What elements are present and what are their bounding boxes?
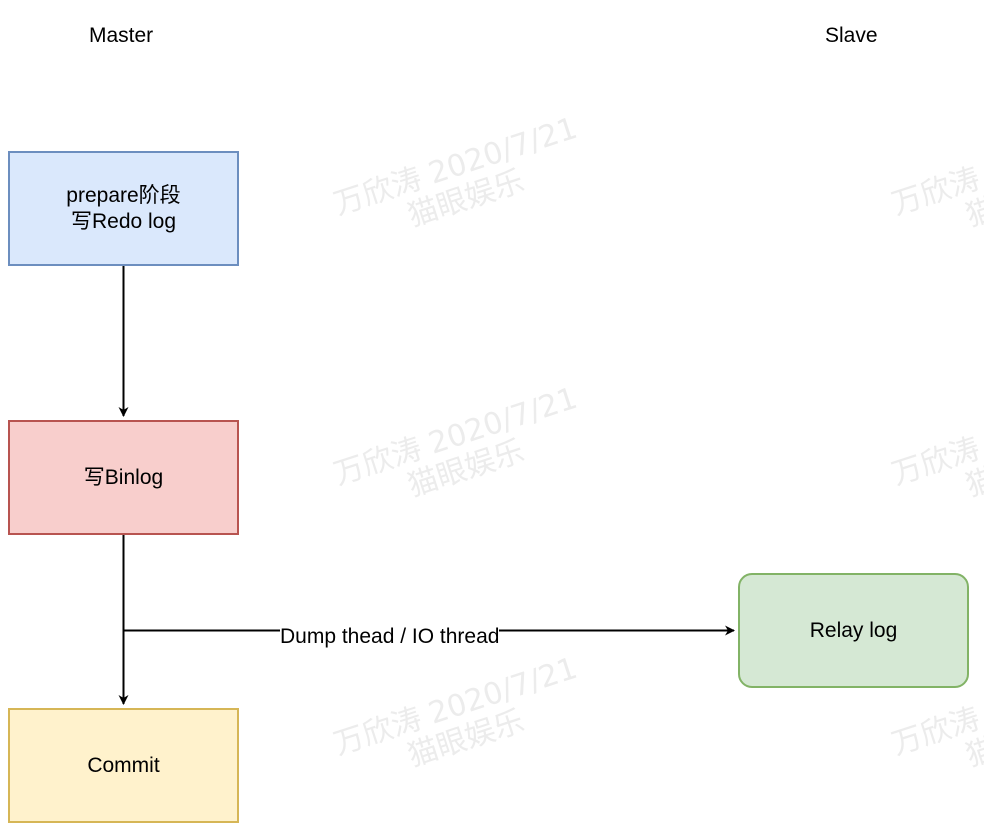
write-binlog-node: 写Binlog (8, 420, 239, 535)
commit-node-label: Commit (87, 753, 160, 777)
relay-log-node: Relay log (738, 573, 969, 688)
prepare-node-line-2: 写Redo log (70, 209, 177, 233)
slave-column-title: Slave (825, 24, 878, 47)
prepare-redo-log-node: prepare阶段 写Redo log (8, 151, 239, 266)
prepare-node-line-1: prepare阶段 (66, 183, 181, 207)
master-column-title: Master (89, 24, 154, 47)
commit-node: Commit (8, 708, 239, 823)
binlog-node-label: 写Binlog (83, 465, 164, 489)
replication-edge-label: Dump thead / IO thread (280, 624, 500, 650)
relay-node-label: Relay log (809, 618, 898, 642)
